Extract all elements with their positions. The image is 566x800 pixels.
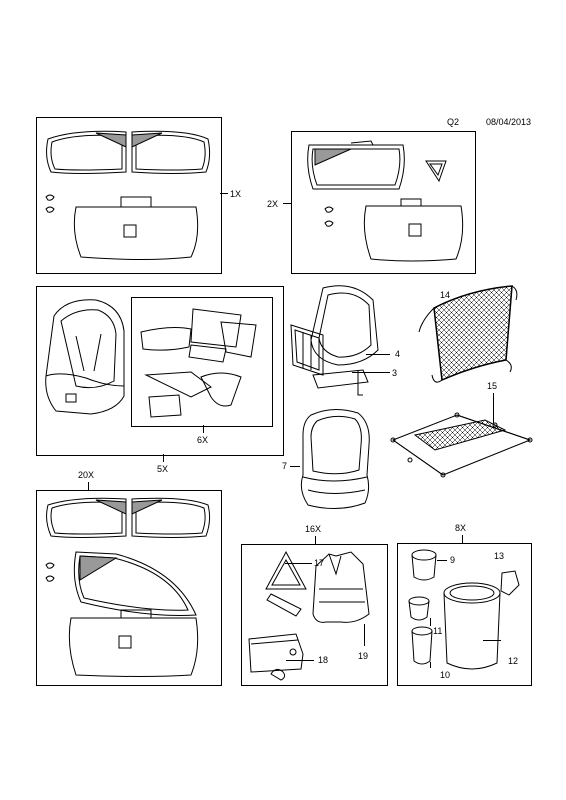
- part-number-9: 9: [450, 555, 456, 565]
- booster-seat-illustration: [293, 405, 378, 515]
- group-label-16x: 16X: [305, 524, 322, 534]
- part-number-10: 10: [440, 670, 451, 680]
- part-number-13: 13: [494, 551, 505, 561]
- group-label-1x: 1X: [230, 189, 242, 199]
- part-number-19: 19: [358, 651, 369, 661]
- cargo-net-illustration: [414, 280, 524, 390]
- group-box-8x: [397, 543, 532, 686]
- part-number-7: 7: [282, 461, 288, 471]
- group-box-20x: [36, 490, 222, 686]
- page-date: 08/04/2013: [486, 117, 532, 127]
- child-seat-accessories-illustration-6x: [131, 297, 271, 425]
- page-code: Q2: [447, 117, 460, 127]
- safety-kit-illustration: [241, 544, 386, 684]
- part-number-14: 14: [440, 290, 451, 300]
- sunshade-set-illustration-2x: [291, 131, 474, 272]
- group-label-20x: 20X: [78, 470, 95, 480]
- baby-seat-isofix-illustration: [283, 280, 388, 400]
- group-label-6x: 6X: [197, 435, 209, 445]
- sunshade-set-illustration-1x: [36, 117, 220, 272]
- part-number-4: 4: [395, 349, 401, 359]
- part-number-18: 18: [318, 655, 329, 665]
- group-box-6x: [131, 297, 273, 427]
- group-label-5x: 5X: [157, 464, 169, 474]
- group-label-2x: 2X: [267, 199, 279, 209]
- part-number-12: 12: [508, 656, 519, 666]
- part-number-3: 3: [392, 368, 398, 378]
- floor-net-illustration: [385, 395, 535, 485]
- group-label-8x: 8X: [455, 523, 467, 533]
- part-number-11: 11: [433, 626, 443, 636]
- part-number-15: 15: [487, 381, 498, 391]
- ashtray-lighter-illustration: [397, 543, 530, 684]
- group-box-1x: [36, 117, 222, 274]
- sunshade-set-illustration-20x: [36, 490, 220, 684]
- part-number-17: 17: [314, 558, 325, 568]
- child-seat-illustration-5x: [36, 286, 131, 454]
